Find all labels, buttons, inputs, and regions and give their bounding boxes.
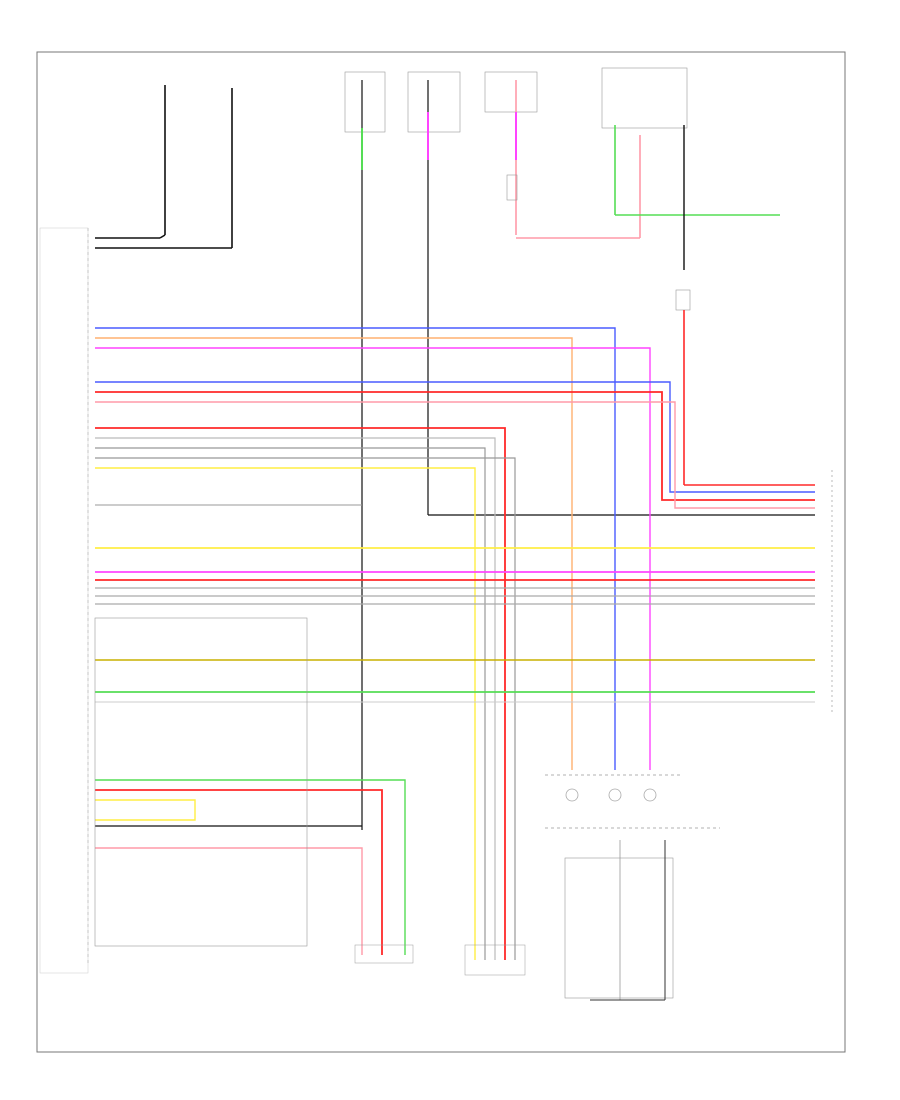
main-module-connector bbox=[39, 227, 89, 974]
fuse-block-a bbox=[344, 71, 386, 830]
diagram-border bbox=[36, 51, 846, 1053]
relay-block bbox=[601, 67, 815, 486]
steering-switch-assembly bbox=[564, 840, 674, 1001]
lower-connector-a bbox=[354, 944, 414, 964]
fuse-block-b bbox=[407, 71, 815, 516]
hot-at-all-times-b bbox=[95, 88, 233, 249]
hot-at-all-times-a bbox=[95, 85, 166, 239]
wire-bundle bbox=[94, 327, 815, 960]
cluster-module bbox=[545, 774, 720, 829]
fuse-block-c bbox=[484, 71, 641, 239]
lower-connector-b bbox=[464, 944, 526, 976]
